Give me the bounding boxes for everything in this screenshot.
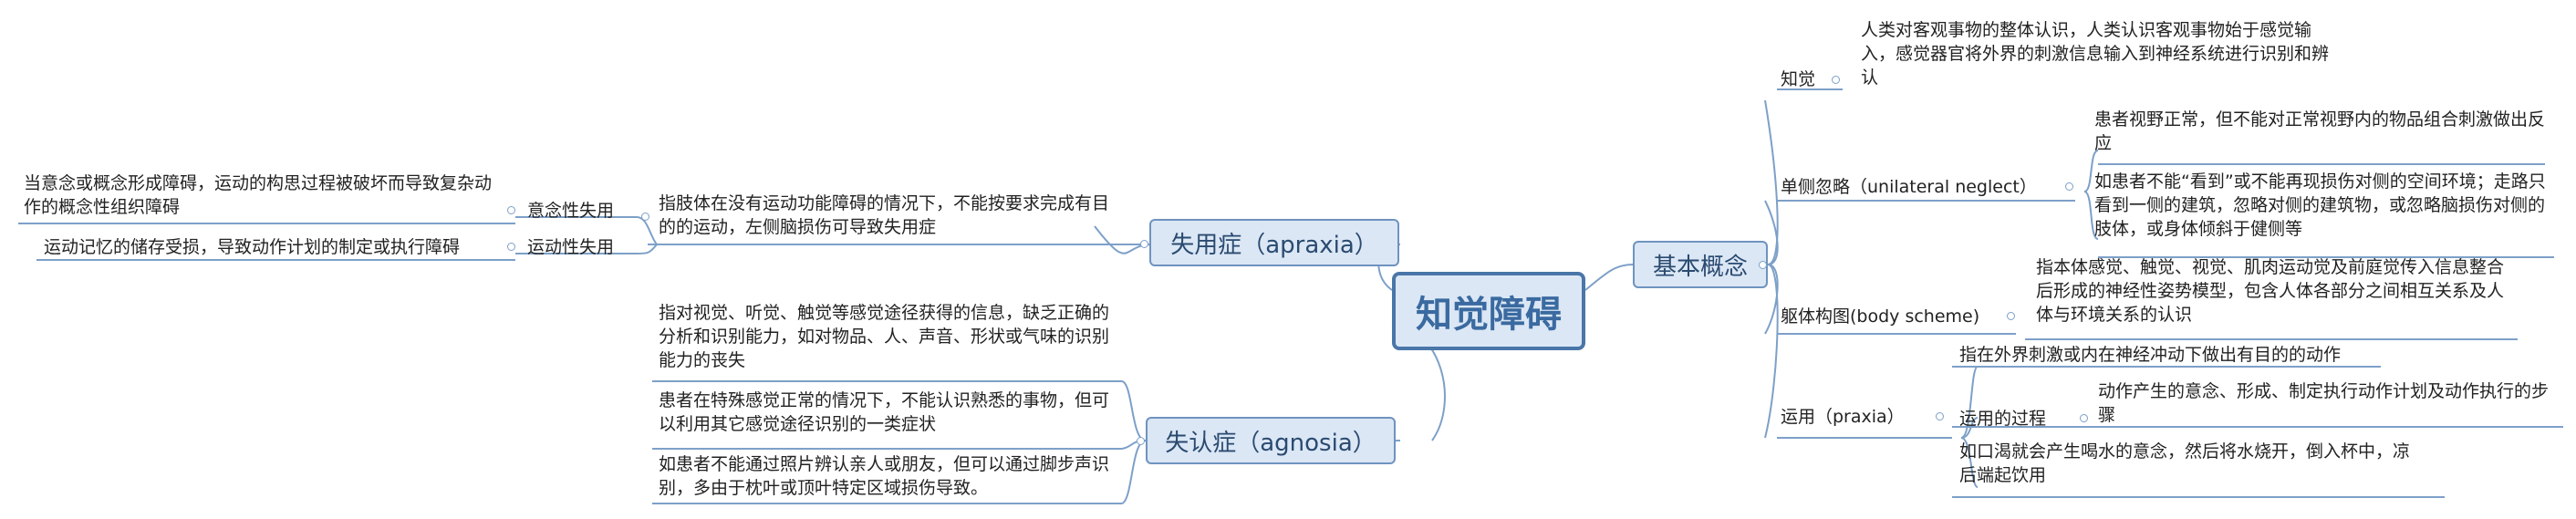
collapse-handle-icon[interactable] [2080,414,2088,422]
neglect-label[interactable]: 单侧忽略（unilateral neglect） [1781,177,2037,197]
collapse-handle-icon[interactable] [1936,412,1944,420]
neglect-item-1: 患者视野正常，但不能对正常视野内的物品组合刺激做出反应 [2094,109,2546,153]
collapse-handle-icon[interactable] [2065,182,2073,191]
ideomotor-apraxia-description: 运动记忆的储存受损，导致动作计划的制定或执行障碍 [44,237,461,257]
ideomotor-apraxia-label[interactable]: 运动性失用 [527,237,615,257]
collapse-handle-icon[interactable] [1140,240,1148,248]
praxia-label[interactable]: 运用（praxia） [1781,407,1905,427]
topic-agnosia[interactable]: 失认症（agnosia） [1146,417,1396,464]
ideational-apraxia-label[interactable]: 意念性失用 [527,201,615,221]
agnosia-item-1: 指对视觉、听觉、触觉等感觉途径获得的信息，缺乏正确的分析和识别能力，如对物品、人… [659,303,1110,370]
body-scheme-description: 指本体感觉、触觉、视觉、肌肉运动觉及前庭觉传入信息整合后形成的神经性姿势模型，包… [2036,257,2505,325]
collapse-handle-icon[interactable] [1832,76,1840,84]
praxia-process-label[interactable]: 运用的过程 [1959,409,2047,429]
topic-apraxia[interactable]: 失用症（apraxia） [1149,219,1399,266]
collapse-handle-icon[interactable] [507,243,515,251]
collapse-handle-icon[interactable] [507,206,515,214]
collapse-handle-icon[interactable] [2007,312,2015,320]
praxia-process-description: 动作产生的意念、形成、制定执行动作计划及动作执行的步骤 [2098,381,2550,425]
praxia-definition: 指在外界刺激或内在神经冲动下做出有目的的动作 [1959,345,2342,365]
topic-basic-concepts[interactable]: 基本概念 [1633,241,1768,288]
neglect-item-2: 如患者不能“看到”或不能再现损伤对侧的空间环境；走路只看到一侧的建筑，忽略对侧的… [2094,171,2546,239]
praxia-example: 如口渴就会产生喝水的意念，然后将水烧开，倒入杯中，凉后端起饮用 [1959,441,2411,485]
body-scheme-label[interactable]: 躯体构图(body scheme) [1781,306,1980,327]
agnosia-item-3: 如患者不能通过照片辨认亲人或朋友，但可以通过脚步声识别，多由于枕叶或顶叶特定区域… [659,454,1110,498]
collapse-handle-icon[interactable] [641,213,649,221]
perception-label[interactable]: 知觉 [1781,69,1816,89]
agnosia-item-2: 患者在特殊感觉正常的情况下，不能认识熟悉的事物，但可以利用其它感觉途径识别的一类… [659,390,1110,434]
collapse-handle-icon[interactable] [1137,437,1145,445]
collapse-handle-icon[interactable] [1759,261,1767,269]
apraxia-description: 指肢体在没有运动功能障碍的情况下，不能按要求完成有目的的运动，左侧脑损伤可导致失… [659,193,1110,237]
perception-description: 人类对客观事物的整体认识，人类认识客观事物始于感觉输入，感觉器官将外界的刺激信息… [1861,20,2330,88]
ideational-apraxia-description: 当意念或概念形成障碍，运动的构思过程被破坏而导致复杂动作的概念性组织障碍 [24,173,493,217]
central-topic[interactable]: 知觉障碍 [1392,272,1585,350]
